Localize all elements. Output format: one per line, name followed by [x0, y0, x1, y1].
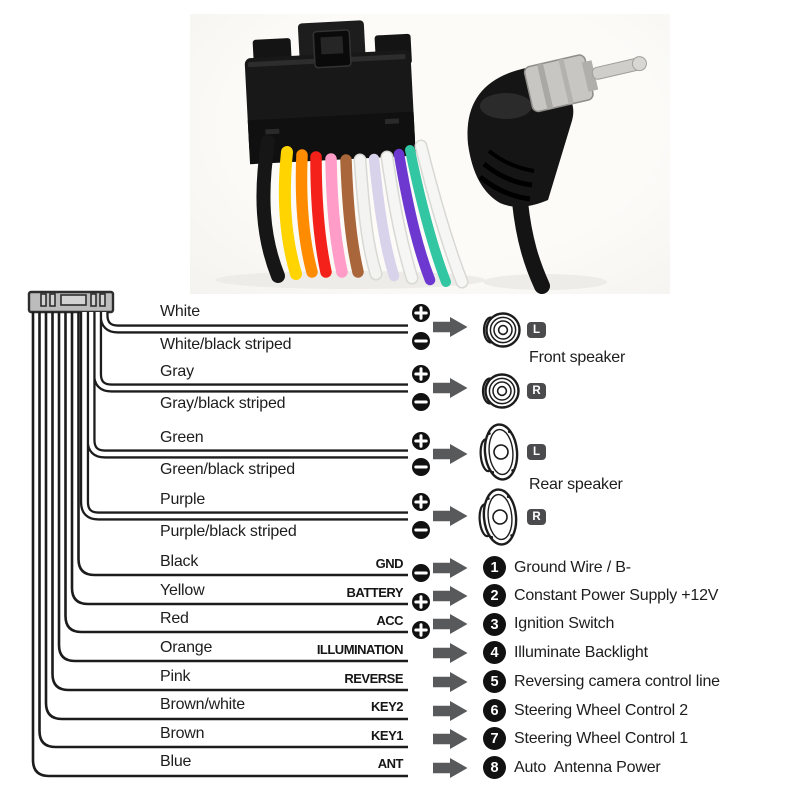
- terminal-label-gnd: GND: [375, 556, 404, 571]
- speaker-icon-rear-right: [478, 488, 518, 546]
- num-badge-4: 4: [483, 641, 506, 664]
- wire-label-blue: Blue: [160, 753, 192, 770]
- terminal-label-reverse: REVERSE: [344, 671, 403, 686]
- channel-badge-rear-right: R: [527, 509, 546, 525]
- terminal-label-acc: ACC: [376, 613, 403, 628]
- function-desc-3: Ignition Switch: [514, 615, 615, 632]
- wire-label-red: Red: [160, 610, 189, 627]
- group-label-front-speaker: Front speaker: [529, 349, 626, 366]
- num-badge-7: 7: [483, 727, 506, 750]
- wire-label-gray-black: Gray/black striped: [160, 395, 286, 412]
- terminal-label-battery: BATTERY: [346, 585, 404, 600]
- wire-label-purple: Purple: [160, 491, 206, 508]
- terminal-label-key1: KEY1: [371, 728, 403, 743]
- wire-label-white: White: [160, 303, 200, 320]
- function-desc-5: Reversing camera control line: [514, 673, 720, 690]
- wire-label-orange: Orange: [160, 639, 213, 656]
- num-badge-1: 1: [483, 556, 506, 579]
- wire-label-yellow: Yellow: [160, 582, 205, 599]
- wire-label-gray: Gray: [160, 363, 194, 380]
- connector-icon: [27, 290, 115, 314]
- minus-icon: [412, 564, 430, 582]
- num-badge-5: 5: [483, 670, 506, 693]
- wire-label-green-black: Green/black striped: [160, 461, 295, 478]
- wire-label-purple-black: Purple/black striped: [160, 523, 297, 540]
- speaker-icon-rear-left: [479, 423, 519, 481]
- wire-label-brown-white: Brown/white: [160, 696, 245, 713]
- plus-icon: [412, 493, 430, 511]
- plus-icon: [412, 593, 430, 611]
- plus-icon: [412, 304, 430, 322]
- single-wires: [31, 312, 408, 778]
- function-desc-1: Ground Wire / B-: [514, 559, 631, 576]
- channel-badge-front-right: R: [527, 383, 546, 399]
- function-desc-2: Constant Power Supply +12V: [514, 587, 719, 604]
- iso-connector-photo: [244, 20, 416, 165]
- minus-icon: [412, 332, 430, 350]
- harness-wires: [256, 135, 469, 289]
- plus-icon: [412, 621, 430, 639]
- minus-icon: [412, 393, 430, 411]
- function-desc-8: Auto Antenna Power: [514, 759, 661, 776]
- harness-photo-art: [215, 20, 647, 294]
- arrow-icons: [433, 317, 468, 778]
- group-label-rear-speaker: Rear speaker: [529, 476, 623, 493]
- antenna-barrel: [523, 54, 647, 113]
- speaker-pair-wires: [79, 312, 408, 521]
- terminal-label-key2: KEY2: [371, 699, 403, 714]
- terminal-label-ant: ANT: [377, 756, 404, 771]
- function-desc-7: Steering Wheel Control 1: [514, 730, 688, 747]
- num-badge-6: 6: [483, 699, 506, 722]
- wire-label-pink: Pink: [160, 668, 191, 685]
- channel-badge-rear-left: L: [527, 444, 546, 460]
- plus-icon: [412, 365, 430, 383]
- harness-photo: [190, 14, 670, 294]
- speaker-icon-front-left: [482, 312, 521, 348]
- minus-icon: [412, 521, 430, 539]
- function-desc-6: Steering Wheel Control 2: [514, 702, 688, 719]
- antenna-plug-photo: [467, 54, 647, 294]
- wire-label-white-black: White/black striped: [160, 336, 292, 353]
- wire-label-green: Green: [160, 429, 204, 446]
- speaker-icon-front-right: [481, 373, 520, 409]
- num-badge-3: 3: [483, 613, 506, 636]
- terminal-label-illumination: ILLUMINATION: [316, 642, 404, 657]
- wire-label-black: Black: [160, 553, 199, 570]
- channel-badge-front-left: L: [527, 322, 546, 338]
- plus-icon: [412, 432, 430, 450]
- num-badge-8: 8: [483, 756, 506, 779]
- minus-icon: [412, 458, 430, 476]
- polarity-icons: [412, 304, 430, 639]
- function-desc-4: Illuminate Backlight: [514, 644, 648, 661]
- num-badge-2: 2: [483, 584, 506, 607]
- wire-label-brown: Brown: [160, 725, 205, 742]
